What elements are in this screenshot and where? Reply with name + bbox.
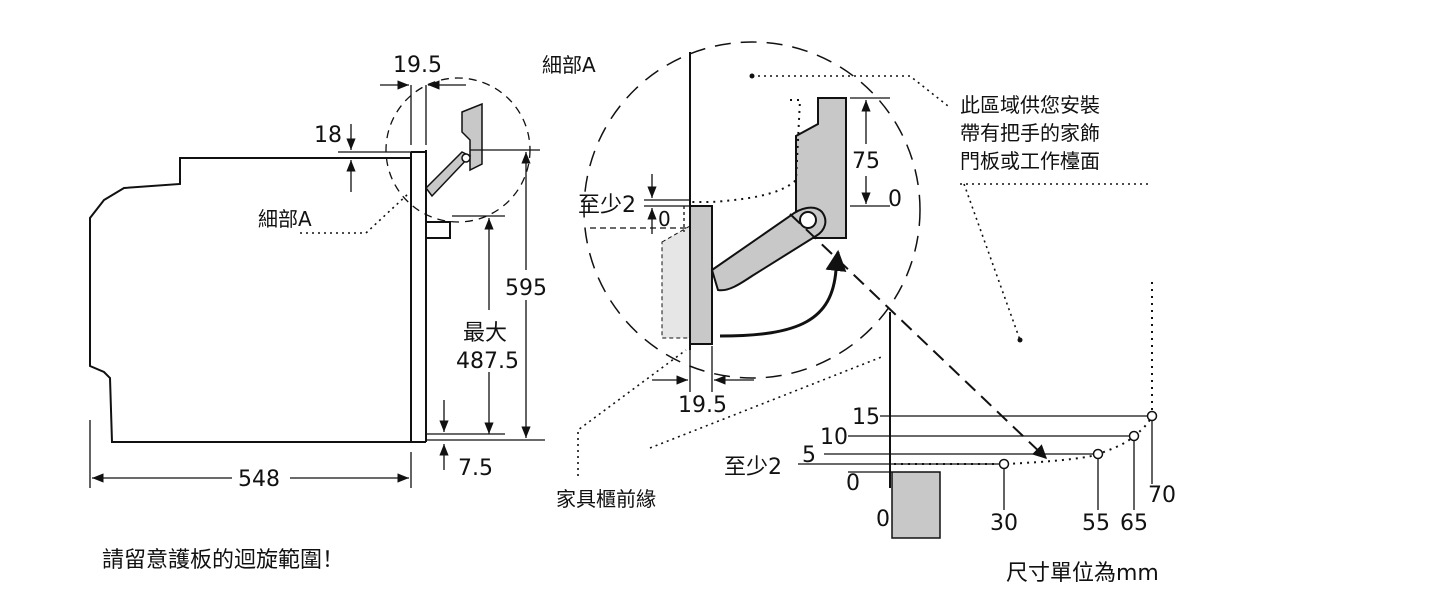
furniture-front-edge-label: 家具櫃前緣 <box>556 487 656 511</box>
detail-a-leader <box>300 193 409 234</box>
zero-75: 0 <box>888 187 902 212</box>
detail-a-circle-large <box>583 41 921 379</box>
units-note: 尺寸單位為mm <box>1006 561 1159 586</box>
dim-7-5: 7.5 <box>458 456 493 481</box>
graph-label-0-bottom: 0 <box>876 507 890 532</box>
zone-label-line3: 門板或工作檯面 <box>960 149 1100 173</box>
dim-487-5: 487.5 <box>456 349 519 374</box>
zone-label-line2: 帶有把手的家飾 <box>960 121 1100 145</box>
graph-label-55: 55 <box>1082 511 1110 536</box>
detail-a-label-left: 細部A <box>258 207 312 231</box>
min-2-detail: 至少2 <box>578 193 636 218</box>
dim-19-5-detail: 19.5 <box>678 393 727 418</box>
oven-body-outline <box>89 157 411 443</box>
detail-a-title: 細部A <box>542 53 596 77</box>
graph-label-min2: 至少2 <box>724 455 782 480</box>
max-label: 最大 <box>463 321 507 346</box>
dim-595: 595 <box>505 276 547 301</box>
detail-to-graph-arrow <box>789 213 1048 459</box>
dim-75: 75 <box>852 149 880 174</box>
dim-548: 548 <box>238 467 280 492</box>
zone-leader <box>752 75 949 107</box>
left-dimensions <box>89 80 545 488</box>
warning-note: 請留意護板的迴旋範圍！ <box>102 548 344 573</box>
graph-label-70: 70 <box>1148 483 1176 508</box>
hinge-sketch-small <box>425 102 483 198</box>
zero-detail: 0 <box>658 207 671 231</box>
graph-label-5: 5 <box>802 443 816 468</box>
graph-label-10: 10 <box>820 425 848 450</box>
dim-18: 18 <box>314 123 342 148</box>
zone-label-line1: 此區域供您安裝 <box>960 93 1100 117</box>
oven-side-view <box>89 150 451 443</box>
clearance-graph <box>798 282 1158 539</box>
dim-19-5-top: 19.5 <box>393 53 442 78</box>
oven-door-handle <box>426 221 451 239</box>
graph-label-0-left: 0 <box>846 471 860 496</box>
graph-label-15: 15 <box>852 405 880 430</box>
graph-label-30: 30 <box>990 511 1018 536</box>
graph-label-65: 65 <box>1120 511 1148 536</box>
detail-a-drawing <box>590 52 890 392</box>
front-edge-leader-1 <box>577 349 687 476</box>
